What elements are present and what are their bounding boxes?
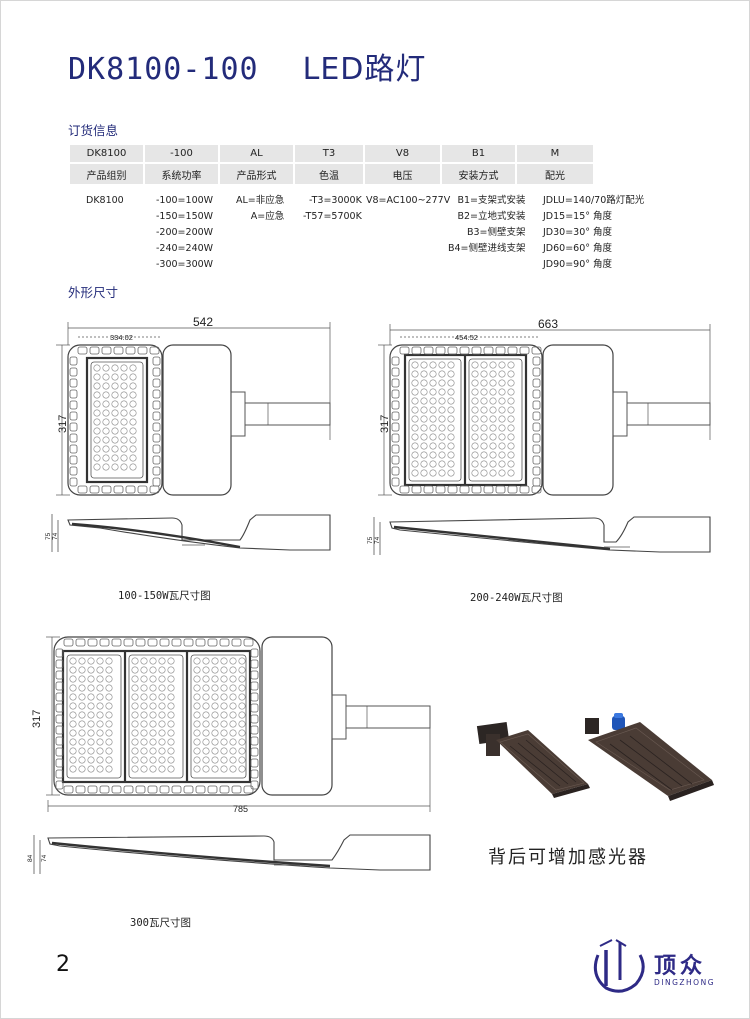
option-item: JD15=15° 角度 [543,211,613,222]
dim-side-h1-medium: 75 [367,536,374,544]
caption-medium: 200-240W瓦尺寸图 [470,592,563,604]
dim-side-h1-small: 75 [45,532,52,540]
dim-side-h2-medium: 74 [374,536,381,544]
option-item: A=应急 [250,211,285,222]
dim-height-medium: 317 [379,415,391,433]
option-item: V8=AC100~277V [366,195,451,206]
logo-name-en: DINGZHONG [654,978,716,987]
label-row: 产品组别 系统功率 产品形式 色温 电压 安装方式 配光 [70,164,593,184]
code-cell: T3 [295,145,363,162]
sensor-note: 背后可增加感光器 [488,847,648,868]
mount-options: B1=支架式安装 B2=立地式安装 B3=侧壁支架 B4=侧壁进线支架 [448,193,526,257]
label-cell: 系统功率 [145,164,218,184]
caption-small: 100-150W瓦尺寸图 [118,590,211,602]
form-options: AL=非应急 A=应急 [236,193,284,225]
label-cell: 色温 [295,164,363,184]
dim-side-h2-small: 74 [52,532,59,540]
option-item: -200=200W [156,227,214,238]
option-item: B3=侧壁支架 [467,227,526,238]
label-cell: 产品形式 [220,164,293,184]
option-item: JDLU=140/70路灯配光 [543,195,645,206]
option-item: JD30=30° 角度 [543,227,613,238]
code-row: DK8100 -100 AL T3 V8 B1 M [70,145,593,162]
dim-inner-width-medium: 454.52 [455,333,478,342]
dim-height-large: 317 [31,710,43,728]
option-item: JD90=90° 角度 [543,259,613,270]
power-options: -100=100W -150=150W -200=200W -240=240W … [156,193,213,273]
option-item: -300=300W [156,259,214,270]
dingzhong-logo-icon [593,939,645,993]
caption-large: 300瓦尺寸图 [130,917,191,929]
option-item: -T57=5700K [303,211,362,222]
label-cell: 配光 [517,164,593,184]
voltage-options: V8=AC100~277V [366,193,450,209]
label-cell: 安装方式 [442,164,515,184]
dim-width-medium: 663 [538,317,558,331]
dim-side-h1-large: 84 [27,854,34,862]
product-photo-bracket-mount [476,721,590,798]
option-item: -240=240W [156,243,214,254]
option-item: B2=立地式安装 [457,211,526,222]
option-item: AL=非应急 [236,195,285,206]
dimensions-heading: 外形尺寸 [68,285,119,300]
option-item: -150=150W [156,211,214,222]
code-cell: -100 [145,145,218,162]
product-photo-with-sensor [585,713,714,801]
code-cell: V8 [365,145,440,162]
optics-options: JDLU=140/70路灯配光 JD15=15° 角度 JD30=30° 角度 … [543,193,644,273]
option-item: -100=100W [156,195,214,206]
dim-inner-width-small: 334.02 [110,333,133,342]
code-cell: B1 [442,145,515,162]
dim-height-small: 317 [57,415,69,433]
order-code-table: DK8100 -100 AL T3 V8 B1 M 产品组别 系统功率 产品形式… [68,143,595,186]
option-item: B1=支架式安装 [457,195,526,206]
code-cell: DK8100 [70,145,143,162]
dim-width-large: 785 [233,804,248,814]
cct-options: -T3=3000K -T57=5700K [303,193,362,225]
option-item: JD60=60° 角度 [543,243,613,254]
page-number: 2 [56,952,70,977]
option-item: DK8100 [86,195,124,206]
option-item: B4=侧壁进线支架 [448,243,526,254]
dim-side-h2-large: 74 [41,854,48,862]
group-options: DK8100 [86,193,124,209]
label-cell: 电压 [365,164,440,184]
order-info-heading: 订货信息 [68,123,119,138]
dim-width-small: 542 [193,315,213,329]
option-item: -T3=3000K [309,195,362,206]
logo-name-cn: 顶众 [654,954,707,979]
label-cell: 产品组别 [70,164,143,184]
code-cell: M [517,145,593,162]
code-cell: AL [220,145,293,162]
